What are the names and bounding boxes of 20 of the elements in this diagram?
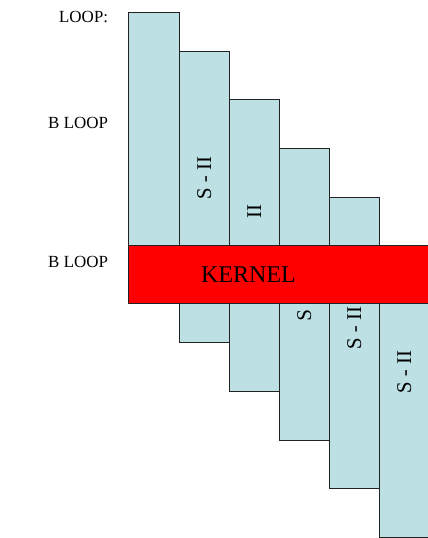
kernel-bar [128, 245, 428, 304]
stage-bar [128, 12, 180, 246]
stage-label: S - II [194, 156, 215, 200]
loop-label: LOOP: [58, 8, 108, 25]
stage-bar [229, 99, 280, 246]
kernel-label: KERNEL [201, 263, 296, 287]
stage-label: II [244, 204, 265, 218]
stage-label: S [294, 309, 315, 321]
stage-bar [329, 197, 380, 246]
stage-bar [279, 303, 330, 441]
stage-label: S - II [394, 350, 415, 394]
stage-bar [379, 303, 428, 538]
stage-bar [279, 148, 330, 246]
loop-label: B LOOP [48, 114, 108, 131]
stage-bar [179, 51, 230, 246]
loop-label: B LOOP [48, 253, 108, 270]
stage-bar [229, 303, 280, 392]
stage-label: S - II [344, 306, 365, 350]
stage-bar [329, 303, 380, 489]
stage-bar [179, 303, 230, 343]
